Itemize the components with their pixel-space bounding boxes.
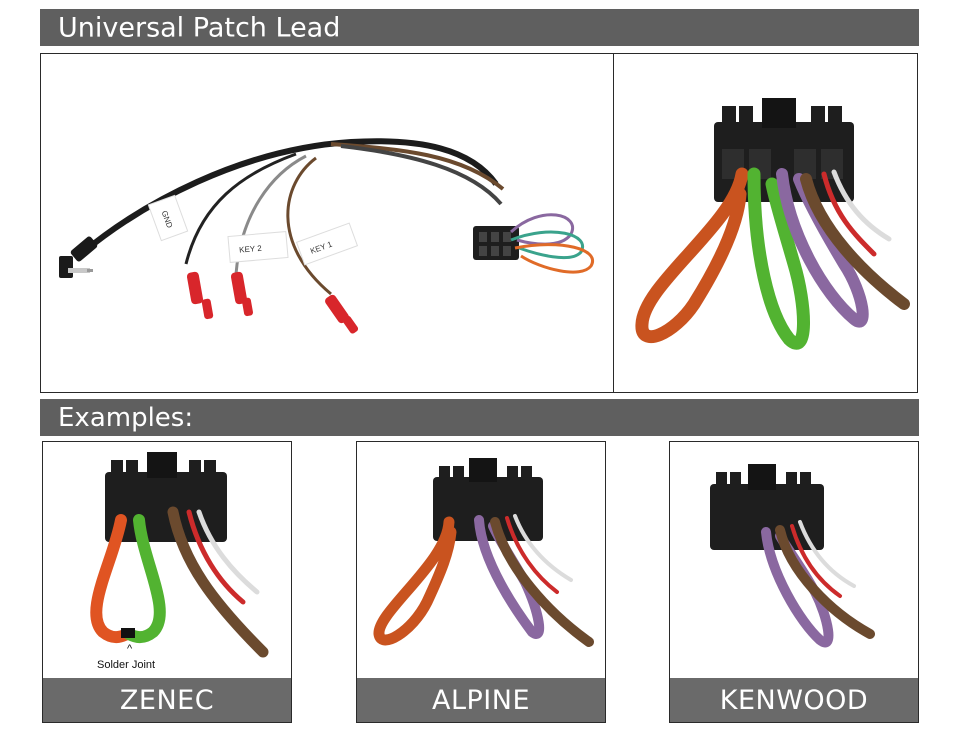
green-wire (123, 514, 166, 644)
example-card-kenwood: KENWOOD (669, 441, 919, 723)
key1-tag: KEY 1 (295, 222, 359, 266)
red-bullet-connector-icon (325, 294, 359, 334)
examples-title: Examples: (58, 402, 194, 433)
main-product-photo: GND KEY 2 KEY 1 (40, 53, 614, 393)
brown-wire (167, 506, 269, 658)
purple-loop (509, 213, 575, 246)
orange-loop (514, 243, 594, 274)
green-wire-loop (747, 167, 810, 350)
gnd-wire (184, 152, 297, 265)
connector-closeup-illustration (635, 98, 910, 350)
stereo-jack-plug-icon (59, 236, 98, 278)
page-title: Universal Patch Lead (58, 12, 341, 43)
white-wire (513, 514, 573, 582)
key1-wire (286, 156, 332, 296)
example-card-alpine: ALPINE (356, 441, 606, 723)
orange-wire (90, 514, 133, 644)
red-wire (821, 171, 877, 257)
brown-wire (775, 525, 875, 639)
white-wire (798, 520, 856, 588)
kenwood-connector-illustration (710, 464, 875, 648)
teal-loop (510, 230, 585, 260)
white-wire (831, 169, 892, 242)
bundle-wire (340, 144, 503, 206)
connector-closeup-photo (613, 53, 918, 393)
solder-joint-mark (121, 628, 135, 638)
white-wire (196, 509, 260, 595)
alpine-connector-illustration (373, 458, 594, 647)
example-card-zenec: ^ Solder Joint ZENEC (42, 441, 292, 723)
red-bullet-connector-icon (230, 271, 254, 317)
solder-joint-label: Solder Joint (97, 659, 156, 671)
key2-label: KEY 2 (239, 244, 263, 255)
example-label-zenec: ZENEC (43, 678, 291, 722)
gnd-tag: GND (147, 194, 189, 242)
example-label-alpine: ALPINE (357, 678, 605, 722)
brown-wire (800, 173, 910, 310)
main-cable (79, 138, 499, 257)
red-wire (790, 524, 842, 598)
iso-connector-icon (433, 458, 543, 541)
examples-bar: Examples: (40, 399, 919, 436)
example-label-kenwood: KENWOOD (670, 678, 918, 722)
header-bar: Universal Patch Lead (40, 9, 919, 46)
zenec-connector-illustration (90, 452, 269, 658)
red-bullet-connector-icon (186, 271, 214, 320)
solder-joint-caret: ^ (127, 643, 133, 655)
brown-wire (490, 517, 594, 647)
orange-wire-loop (373, 516, 457, 646)
key2-tag: KEY 2 (227, 230, 289, 264)
orange-wire-loop (635, 167, 749, 343)
red-wire (505, 516, 559, 594)
red-wire (186, 509, 246, 605)
iso-connector-icon (473, 226, 519, 260)
patch-lead-illustration: GND KEY 2 KEY 1 (59, 138, 594, 334)
